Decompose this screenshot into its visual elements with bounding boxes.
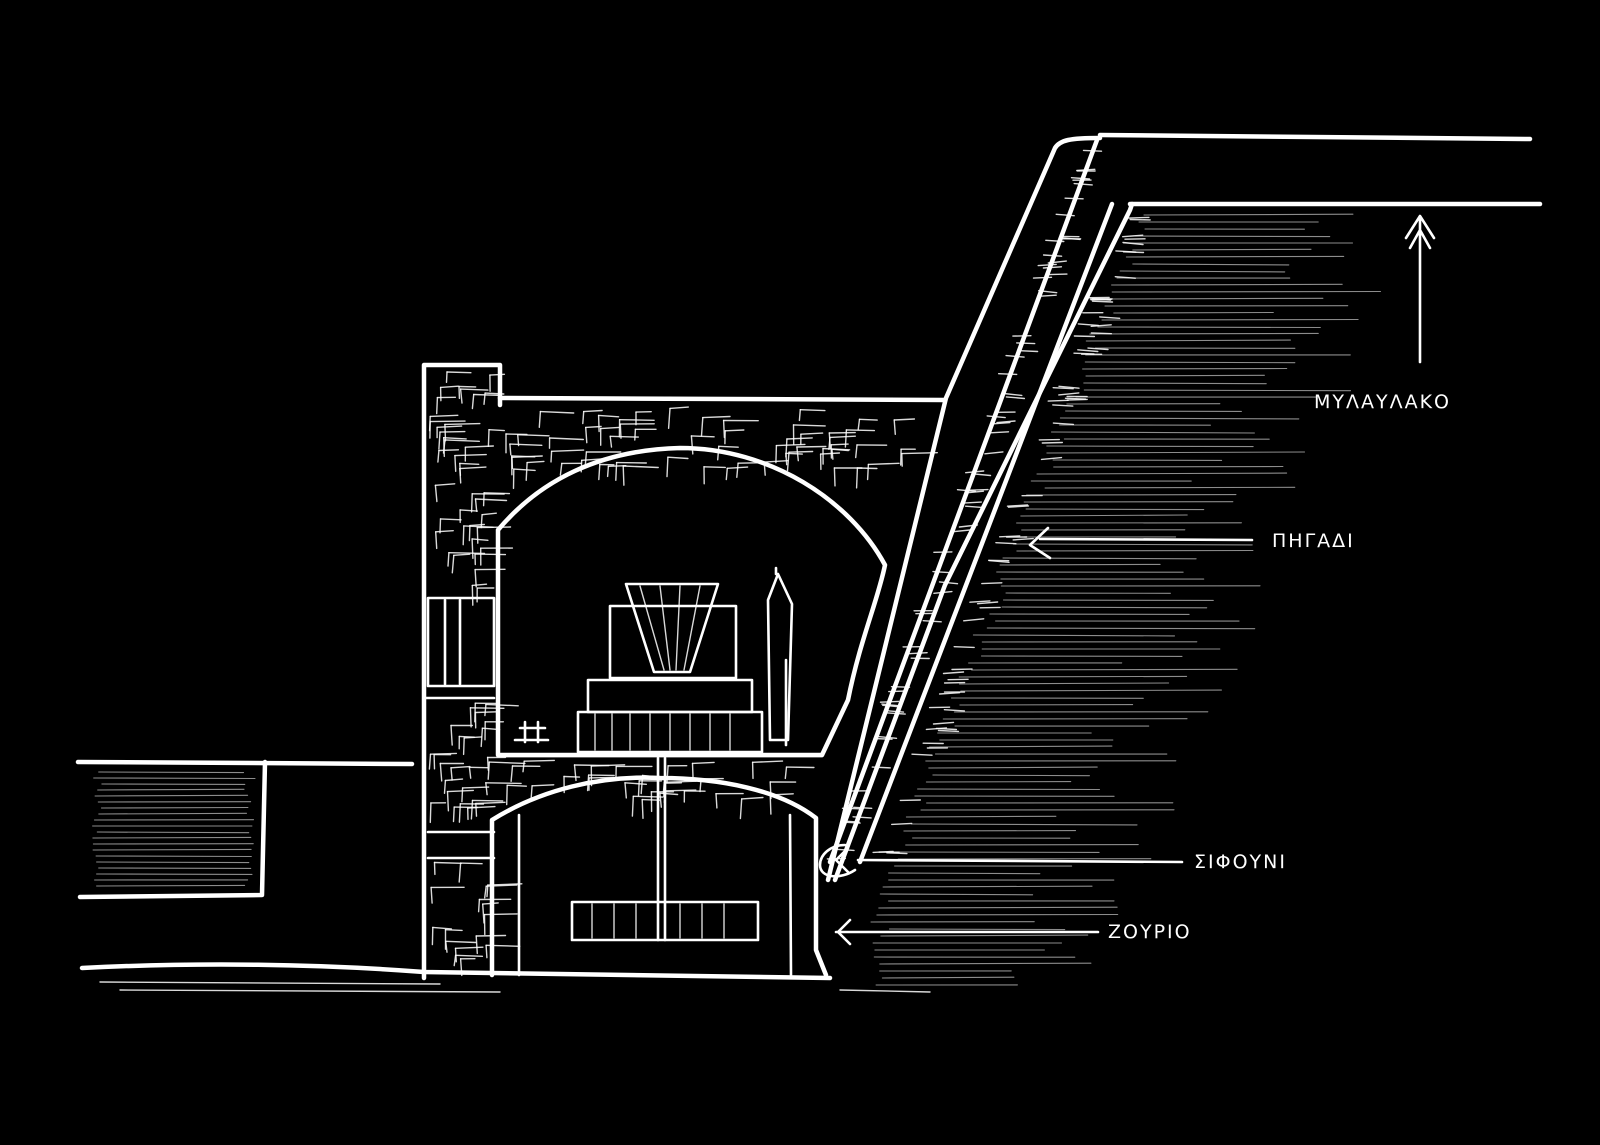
label-pigadi: ΠΗΓΑΔΙ — [1272, 530, 1355, 552]
label-mylaulako: ΜΥΛΑΥΛΑΚΟ — [1314, 391, 1451, 413]
earth-bank-hatching — [870, 213, 1382, 986]
mill-building-walls — [421, 362, 948, 981]
left-ground-block — [75, 759, 415, 900]
stone-masonry-texture — [428, 149, 1151, 977]
ground-line — [79, 962, 931, 993]
label-sifouni: ΣΙΦΟΥΝΙ — [1194, 851, 1287, 873]
left-ground-hatching — [92, 771, 256, 887]
millstone-and-hopper — [496, 566, 824, 758]
annotation-arrows — [834, 214, 1436, 946]
horizontal-water-wheel — [570, 756, 760, 942]
water-shaft — [818, 132, 1543, 883]
label-zourio: ΖΟΥΡΙΟ — [1108, 921, 1192, 943]
